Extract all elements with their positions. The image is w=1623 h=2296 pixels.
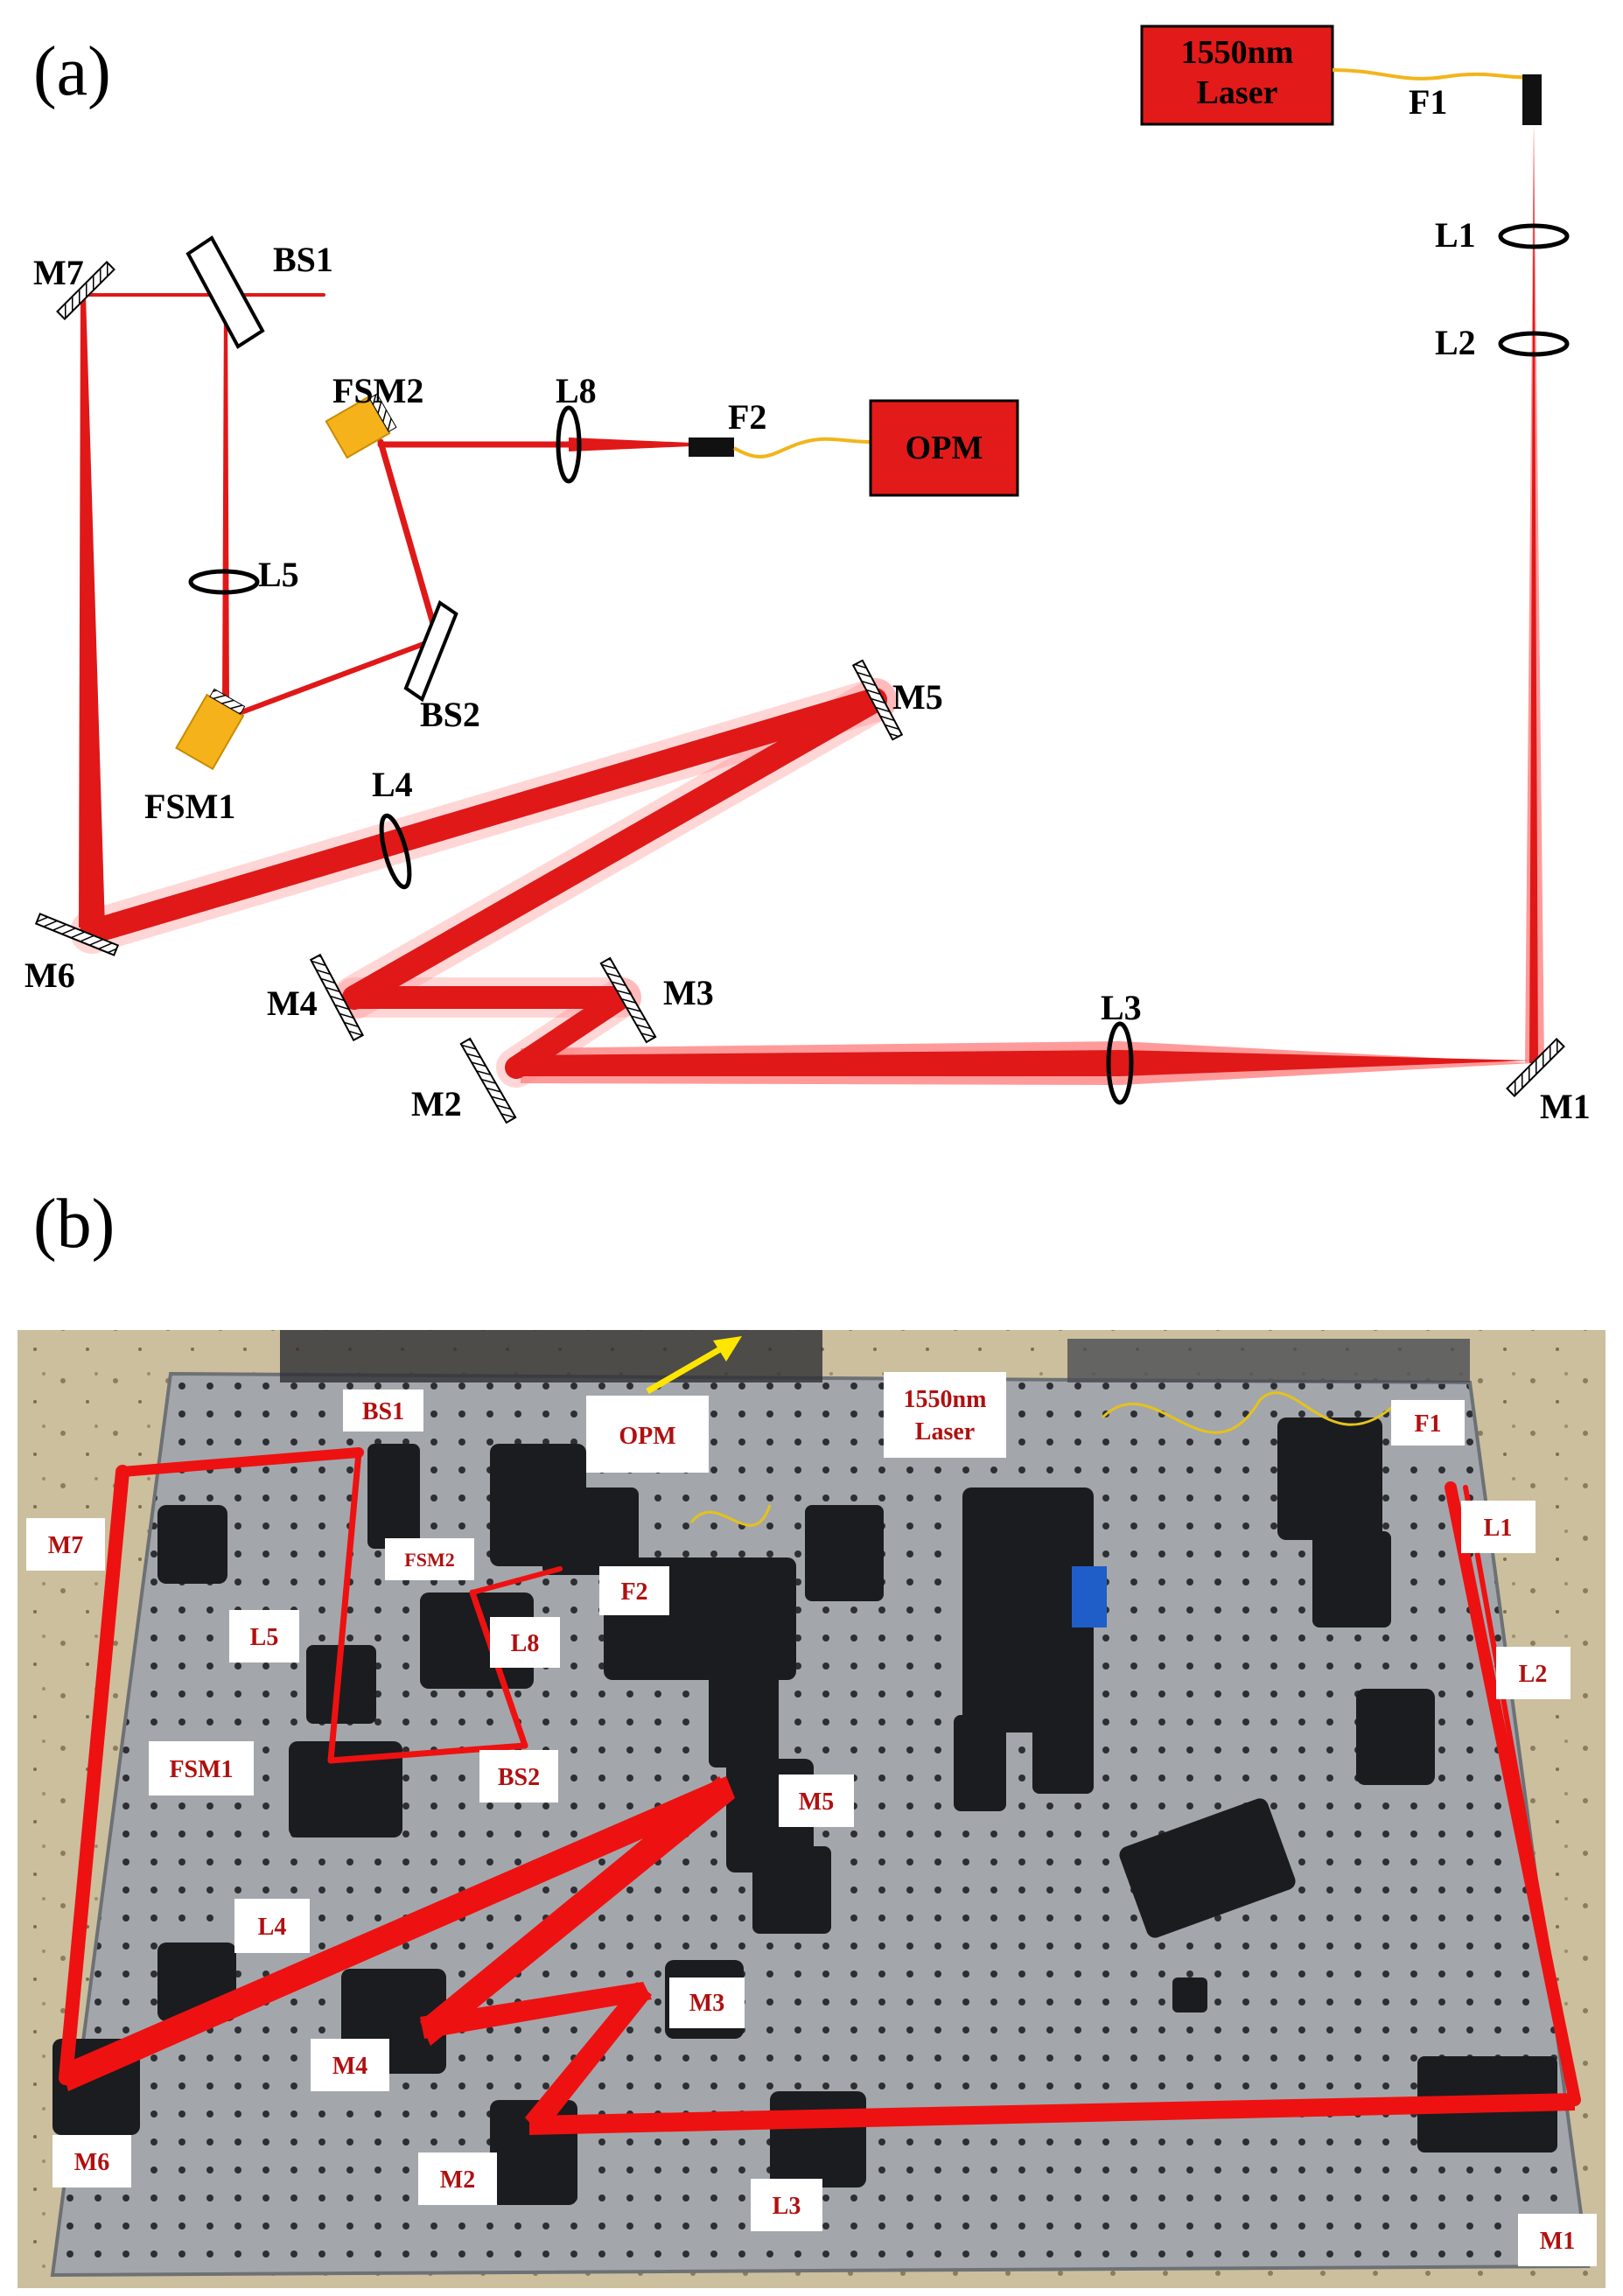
tag-l5: L5 [250,1624,279,1651]
mirror-m1 [1506,1038,1565,1097]
panel-a-label: (a) [33,33,111,110]
tag-m5: M5 [799,1788,834,1816]
tag-laser-line1: 1550nm [904,1386,987,1413]
lens-l4 [379,813,412,890]
tag-fsm1: FSM1 [169,1756,233,1783]
fiber-collimator-f1 [1522,74,1542,125]
photo-bench-top [1067,1339,1470,1382]
label-l4: L4 [372,765,413,804]
lens-l2 [1498,331,1570,357]
tag-fsm2: FSM2 [404,1549,454,1571]
label-m3: M3 [663,973,714,1012]
tag-m4: M4 [332,2053,367,2080]
tag-m7: M7 [48,1532,83,1559]
panel-b-label: (b) [33,1186,115,1263]
laser-label-line2: Laser [1197,74,1278,111]
tag-m6: M6 [74,2149,109,2176]
label-l8: L8 [556,371,597,410]
tag-l2: L2 [1519,1661,1548,1688]
tag-bs1: BS1 [362,1398,404,1425]
fsm1-mirror [175,688,246,771]
mirror-m6 [34,913,120,956]
tag-f1: F1 [1414,1410,1441,1438]
photo-arrow-head [713,1336,742,1362]
lens-l8 [556,405,582,484]
label-l5: L5 [258,555,299,594]
label-m5: M5 [892,677,943,717]
label-fsm1: FSM1 [144,787,235,826]
opm-box [869,399,1019,497]
label-m6: M6 [24,956,75,995]
label-f2: F2 [728,397,766,437]
label-l3: L3 [1101,988,1142,1027]
label-f1: F1 [1409,82,1447,122]
tag-l3: L3 [773,2193,801,2220]
lab-photo: BS1 OPM 1550nm Laser F1 M7 FSM2 F2 L1 L5… [17,1330,1606,2288]
photo-blue-component [1072,1566,1107,1628]
label-bs2: BS2 [420,695,480,734]
fiber-collimator-f2 [689,438,734,457]
photo-tags: BS1 OPM 1550nm Laser F1 M7 FSM2 F2 L1 L5… [26,1372,1597,2266]
laser-box [1140,24,1334,126]
mirror-m3 [599,956,657,1044]
beamsplitter-bs2 [403,599,458,703]
photo-fiber [1101,1391,1402,1434]
tag-opm: OPM [619,1423,675,1450]
label-l1: L1 [1435,215,1476,255]
photo-cables-top [280,1330,822,1382]
label-m2: M2 [411,1084,462,1124]
tag-laser-line2: Laser [915,1418,975,1446]
photo-fiber-opm [689,1504,772,1527]
fsm2-mirror [325,393,397,459]
photo-arrow [646,1340,732,1395]
tag-m1: M1 [1540,2228,1575,2255]
label-l2: L2 [1435,323,1476,362]
tag-f2: F2 [620,1578,647,1606]
laser-label-line1: 1550nm [1181,34,1294,71]
lens-l3 [1106,1021,1134,1105]
label-m1: M1 [1540,1087,1591,1126]
tag-l4: L4 [258,1914,287,1941]
tag-l1: L1 [1484,1515,1513,1542]
mirror-m5 [851,659,904,741]
tag-m2: M2 [440,2166,475,2194]
fiber-f2 [732,437,871,458]
lens-l5 [188,569,260,595]
tag-l8: L8 [511,1630,540,1657]
beam-paths [70,124,1544,1088]
lens-l1 [1498,223,1570,249]
beamsplitter-bs1 [185,235,265,349]
photo-beam [59,1447,1581,2135]
tag-bs2: BS2 [498,1764,540,1791]
fiber-f1 [1332,68,1528,80]
mirror-m7 [56,261,115,320]
tag-m3: M3 [689,1990,724,2017]
label-bs1: BS1 [273,240,333,279]
label-m7: M7 [33,253,84,292]
label-m4: M4 [267,984,318,1023]
mirror-m4 [309,953,365,1042]
opm-label: OPM [906,430,983,466]
mirror-m2 [459,1037,517,1124]
label-fsm2: FSM2 [332,371,423,410]
